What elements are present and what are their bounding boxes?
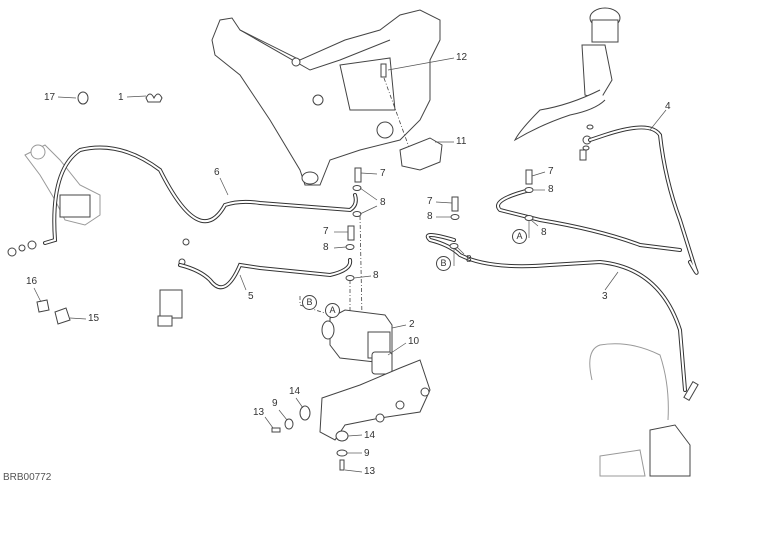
front-caliper bbox=[589, 343, 699, 477]
abs-bracket bbox=[271, 359, 431, 471]
callout-13: 13 bbox=[364, 466, 376, 477]
leader-lines bbox=[33, 57, 667, 473]
callout-16: 16 bbox=[26, 276, 38, 287]
hose-6 bbox=[43, 145, 358, 245]
callout-14: 14 bbox=[364, 430, 376, 441]
front-master-cylinder bbox=[513, 7, 621, 161]
clip-1 bbox=[145, 93, 163, 103]
callout-2: 2 bbox=[409, 319, 415, 330]
right-fittings bbox=[449, 169, 534, 266]
callout-7: 7 bbox=[548, 166, 554, 177]
callout-8: 8 bbox=[323, 242, 329, 253]
callout-4: 4 bbox=[665, 101, 671, 112]
callout-1: 1 bbox=[118, 92, 124, 103]
screw-12 bbox=[380, 63, 411, 151]
callout-17: 17 bbox=[44, 92, 56, 103]
callout-8: 8 bbox=[373, 270, 379, 281]
callout-13: 13 bbox=[253, 407, 265, 418]
hose-4 bbox=[588, 125, 699, 275]
callout-9: 9 bbox=[364, 448, 370, 459]
clip-17 bbox=[77, 91, 89, 105]
callout-12: 12 bbox=[456, 52, 468, 63]
callout-3: 3 bbox=[602, 291, 608, 302]
hose-5 bbox=[178, 258, 353, 290]
abs-modulator bbox=[321, 309, 393, 375]
callout-5: 5 bbox=[248, 291, 254, 302]
callout-8: 8 bbox=[380, 197, 386, 208]
callout-10: 10 bbox=[408, 336, 420, 347]
callout-7: 7 bbox=[380, 168, 386, 179]
rear-caliper bbox=[7, 144, 101, 257]
rear-master-cylinder bbox=[157, 238, 190, 327]
bracket-11 bbox=[399, 137, 443, 171]
callout-7: 7 bbox=[323, 226, 329, 237]
frame bbox=[211, 9, 441, 186]
callout-8: 8 bbox=[466, 254, 472, 265]
reference-marker-b: B bbox=[302, 295, 317, 310]
callout-7: 7 bbox=[427, 196, 433, 207]
callout-14: 14 bbox=[289, 386, 301, 397]
reference-marker-a: A bbox=[325, 303, 340, 318]
clip-16 bbox=[36, 299, 50, 313]
drawing-code: BRB00772 bbox=[3, 472, 52, 483]
callout-11: 11 bbox=[456, 136, 467, 147]
reference-marker-b: B bbox=[436, 256, 451, 271]
callout-8: 8 bbox=[541, 227, 547, 238]
callout-6: 6 bbox=[214, 167, 220, 178]
callout-8: 8 bbox=[548, 184, 554, 195]
callout-8: 8 bbox=[427, 211, 433, 222]
reference-marker-a: A bbox=[512, 229, 527, 244]
callout-15: 15 bbox=[88, 313, 100, 324]
callout-9: 9 bbox=[272, 398, 278, 409]
clip-15 bbox=[54, 307, 71, 325]
